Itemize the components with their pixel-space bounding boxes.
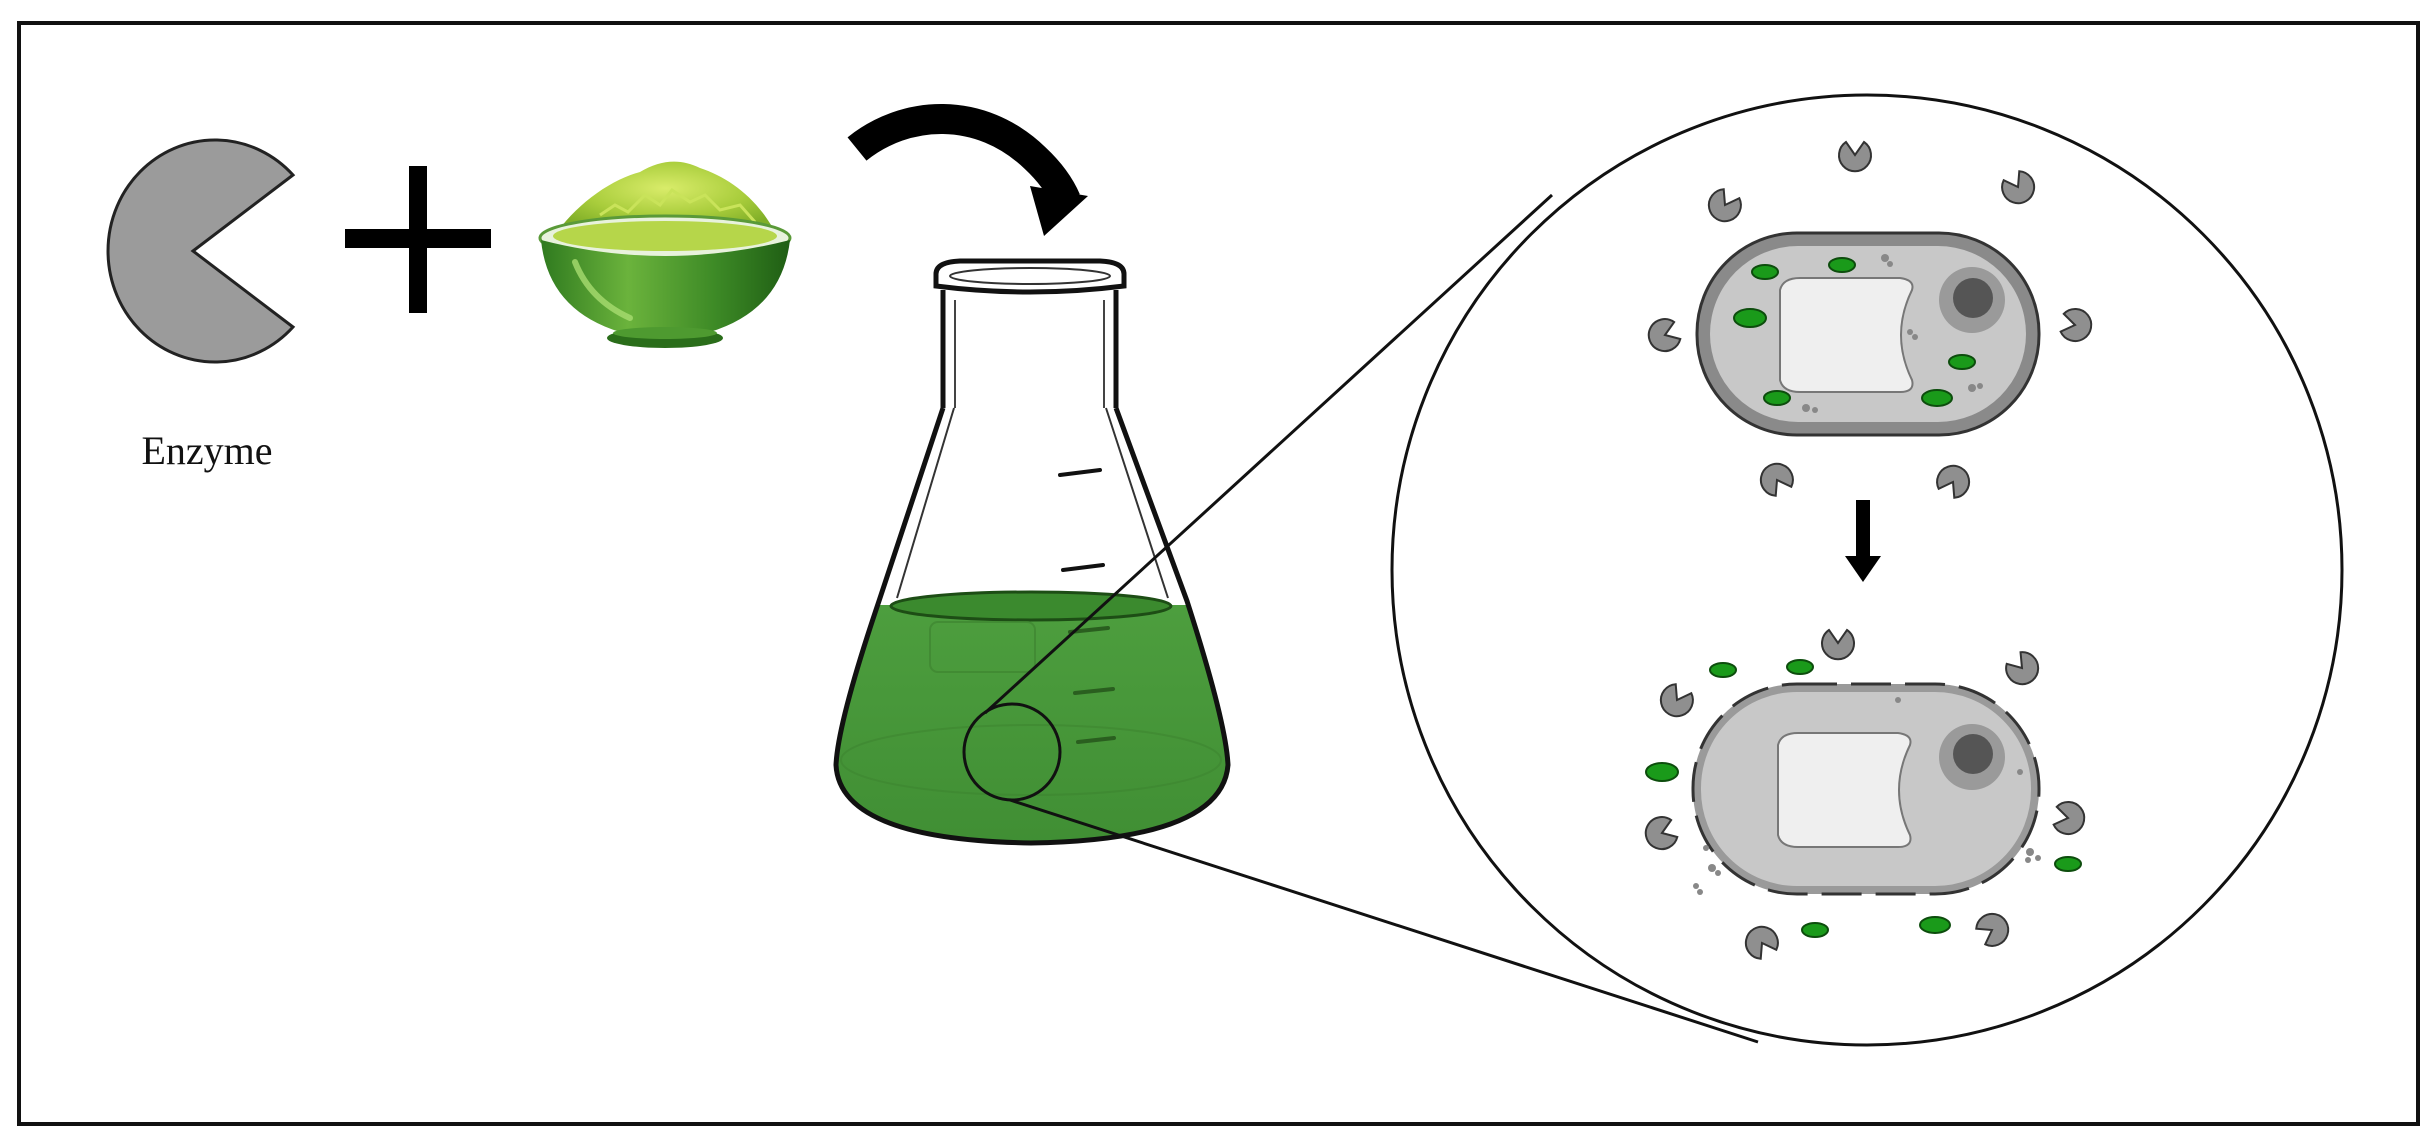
enzyme-label: Enzyme [141, 428, 272, 473]
intact-plant-cell [1695, 231, 2041, 437]
green-powder-bowl-icon [538, 161, 792, 348]
enzyme-icon [106, 138, 296, 364]
released-chloroplasts [1645, 659, 2082, 938]
plus-icon [345, 166, 491, 313]
down-arrow-icon [1845, 500, 1881, 582]
degraded-plant-cell [1691, 682, 2041, 896]
flask-liquid [836, 590, 1228, 843]
zoom-indicator [962, 193, 1759, 1044]
curved-arrow-icon [847, 104, 1088, 236]
erlenmeyer-flask-icon [833, 258, 1231, 846]
